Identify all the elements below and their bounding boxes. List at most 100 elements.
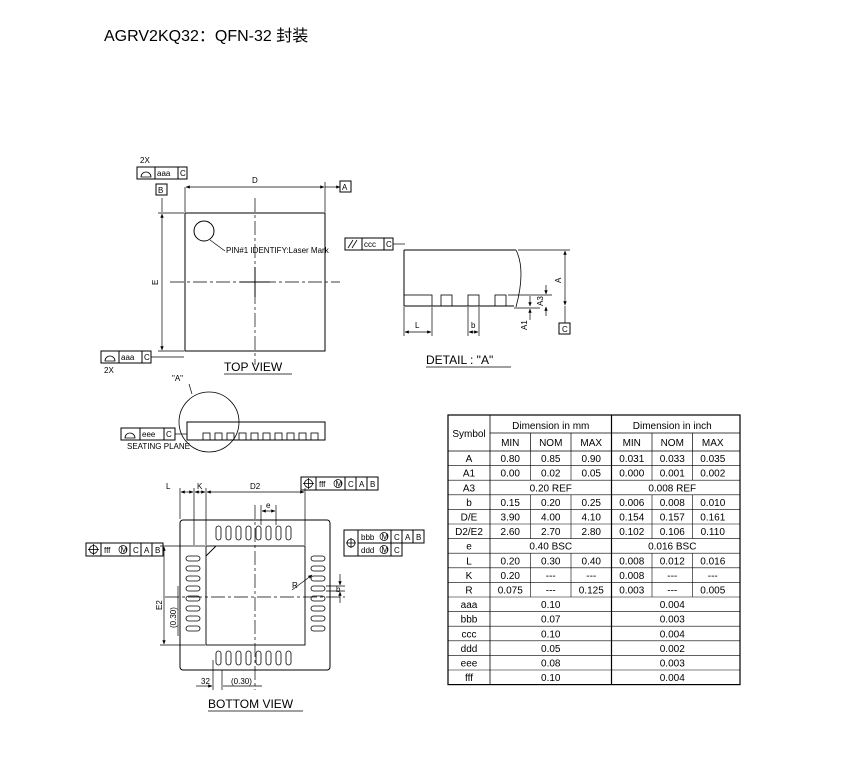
table-subheader-min-mm: MIN <box>501 438 519 449</box>
table-cell-a3-mm: 0.20 REF <box>530 483 572 494</box>
table-cell-b-mm-2: 0.25 <box>582 498 602 509</box>
detail-labels: ccc C A A3 A1 C L b DETAIL : "A" <box>364 240 568 367</box>
table-cell-a-inch-0: 0.031 <box>619 454 644 465</box>
page-title: AGRV2KQ32：QFN-32 封装 <box>104 28 309 45</box>
table-cell-d-e-mm-2: 4.10 <box>582 513 602 524</box>
table-cell-r-inch-0: 0.003 <box>619 586 644 597</box>
pin1-mark-icon <box>193 220 215 242</box>
table-symbol-b: b <box>466 498 472 509</box>
table-symbol-d2-e2: D2/E2 <box>455 527 483 538</box>
bottom-view-label-r: R <box>292 581 298 590</box>
fff-datum-a-top: A <box>359 480 365 489</box>
table-cell-eee-mm: 0.08 <box>541 659 561 670</box>
table-cell-a-inch-1: 0.033 <box>660 454 685 465</box>
bottom-view-heading: BOTTOM VIEW <box>208 697 294 711</box>
side-view-callout: "A" <box>172 374 183 383</box>
table-header-symbol: Symbol <box>452 429 485 440</box>
table-cell-a-inch-2: 0.035 <box>700 454 725 465</box>
top-view-tol-c-bottom: C <box>144 353 150 362</box>
table-cell-bbb-mm: 0.07 <box>541 615 561 626</box>
top-view-labels: 2X aaa C B D A E PIN#1 IDENTIFY:Laser Ma… <box>104 156 348 375</box>
side-view-labels: "A" eee C SEATING PLANE <box>127 374 190 451</box>
table-cell-b-mm-0: 0.15 <box>501 498 521 509</box>
table-cell-a-mm-0: 0.80 <box>501 454 521 465</box>
table-cell-a1-inch-2: 0.002 <box>700 469 725 480</box>
fff-label-left: fff <box>104 546 111 555</box>
bottom-view <box>85 476 425 712</box>
table-cell-bbb-inch: 0.003 <box>660 615 685 626</box>
fff-datum-c-left: C <box>133 546 139 555</box>
bbb-datum-a: A <box>405 533 411 542</box>
table-cell-a-mm-2: 0.90 <box>582 454 602 465</box>
ddd-label: ddd <box>361 546 374 555</box>
table-cell-k-mm-1: --- <box>546 571 556 582</box>
table-cell-l-inch-2: 0.016 <box>700 556 725 567</box>
table-cell-b-inch-0: 0.006 <box>619 498 644 509</box>
detail-datum-c: C <box>562 325 568 334</box>
table-cell-b-mm-1: 0.20 <box>541 498 561 509</box>
table-cell-l-inch-0: 0.008 <box>619 556 644 567</box>
bottom-view-label-d2: D2 <box>250 482 261 491</box>
top-view-tol-aaa-bottom: aaa <box>121 353 135 362</box>
table-cell-d-e-inch-1: 0.157 <box>660 513 685 524</box>
top-view-tol-aaa-top: aaa <box>157 169 171 178</box>
table-subheader-nom-inch: NOM <box>661 438 684 449</box>
bottom-view-label-l: L <box>166 482 171 491</box>
detail-label-a: A <box>554 277 563 283</box>
table-cell-d-e-mm-1: 4.00 <box>541 513 561 524</box>
detail-view <box>344 237 571 368</box>
mod-m-left: M <box>121 546 128 555</box>
table-cell-r-inch-1: --- <box>667 586 677 597</box>
table-header-mm: Dimension in mm <box>512 421 589 432</box>
table-cell-a1-inch-1: 0.001 <box>660 469 685 480</box>
table-cell-b-inch-1: 0.008 <box>660 498 685 509</box>
detail-label-b: b <box>471 321 476 330</box>
table-symbol-a1: A1 <box>463 469 476 480</box>
dimension-table-frame <box>447 414 741 686</box>
bottom-view-label-e2: E2 <box>155 600 164 610</box>
top-view-heading: TOP VIEW <box>224 360 283 374</box>
fff-datum-b-top: B <box>370 480 375 489</box>
table-cell-ccc-inch: 0.004 <box>660 629 685 640</box>
table-cell-l-mm-1: 0.30 <box>541 556 561 567</box>
top-view-label-e: E <box>151 280 160 285</box>
table-cell-e-inch: 0.016 BSC <box>648 542 696 553</box>
table-cell-k-mm-0: 0.20 <box>501 571 521 582</box>
bottom-view-label-e: e <box>266 501 271 510</box>
table-cell-fff-inch: 0.004 <box>660 673 685 684</box>
detail-label-a3: A3 <box>536 296 545 306</box>
table-subheader-nom-mm: NOM <box>539 438 562 449</box>
bottom-view-label-k: K <box>197 482 203 491</box>
detail-tol-ccc: ccc <box>364 240 376 249</box>
top-view-label-d: D <box>252 176 258 185</box>
top-view-tol-c-top: C <box>180 169 186 178</box>
detail-tol-c: C <box>386 240 392 249</box>
table-cell-d2-e2-mm-0: 2.60 <box>501 527 521 538</box>
detail-label-l: L <box>415 321 420 330</box>
mod-m-top: M <box>336 480 343 489</box>
table-cell-d2-e2-inch-2: 0.110 <box>701 527 726 538</box>
bbb-datum-b: B <box>416 533 421 542</box>
fff-datum-a-left: A <box>144 546 150 555</box>
table-symbol-ccc: ccc <box>462 629 477 640</box>
table-cell-a1-mm-0: 0.00 <box>501 469 521 480</box>
table-cell-r-mm-1: --- <box>546 586 556 597</box>
table-symbol-fff: fff <box>465 673 473 684</box>
table-symbol-e: e <box>466 542 472 553</box>
table-subheader-max-mm: MAX <box>580 438 602 449</box>
table-cell-ccc-mm: 0.10 <box>541 629 561 640</box>
side-view-tol-c: C <box>166 430 172 439</box>
mod-m-ddd: M <box>382 546 389 555</box>
table-cell-eee-inch: 0.003 <box>660 659 685 670</box>
table-cell-a-mm-1: 0.85 <box>541 454 561 465</box>
table-cell-fff-mm: 0.10 <box>541 673 561 684</box>
table-symbol-bbb: bbb <box>461 615 478 626</box>
table-cell-b-inch-2: 0.010 <box>700 498 725 509</box>
table-cell-d-e-inch-2: 0.161 <box>700 513 725 524</box>
bbb-label: bbb <box>361 533 375 542</box>
table-cell-aaa-mm: 0.10 <box>541 600 561 611</box>
table-cell-k-mm-2: --- <box>586 571 596 582</box>
bottom-view-label-030-horizontal: (0.30) <box>231 677 252 686</box>
